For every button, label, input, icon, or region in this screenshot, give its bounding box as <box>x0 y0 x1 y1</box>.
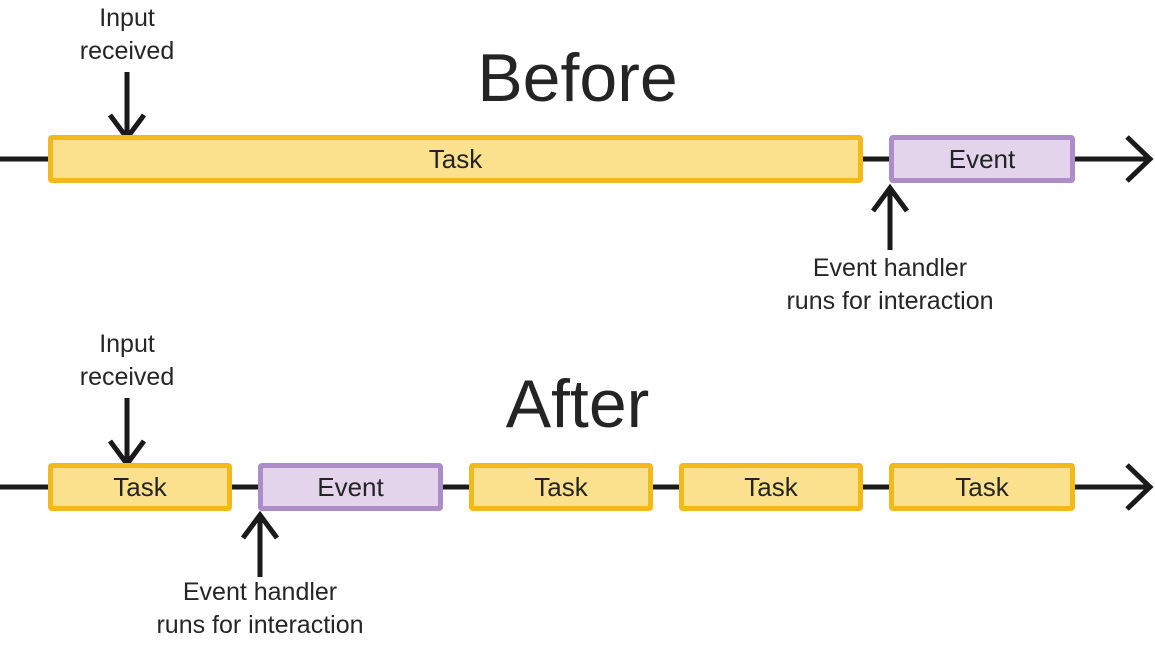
task-box: Task <box>889 463 1075 511</box>
task-box: Task <box>48 135 863 183</box>
event-handler-label: Event handler runs for interaction <box>786 254 994 315</box>
input-received-label: Input received <box>79 330 175 391</box>
task-box-label: Task <box>955 471 1009 502</box>
task-box-label: Task <box>428 143 483 174</box>
task-box-label: Task <box>744 471 798 502</box>
before-title: Before <box>477 40 678 116</box>
event-handler-label: Event handler runs for interaction <box>156 578 364 639</box>
task-box: Task <box>469 463 653 511</box>
event-box: Event <box>889 135 1075 183</box>
task-box-label: Task <box>113 471 167 502</box>
event-box-label: Event <box>948 143 1016 174</box>
event-box: Event <box>258 463 443 511</box>
task-box-label: Task <box>534 471 588 502</box>
task-box: Task <box>679 463 863 511</box>
input-received-label: Input received <box>79 4 175 65</box>
event-box-label: Event <box>317 471 384 502</box>
task-box: Task <box>48 463 232 511</box>
arrow-up-icon <box>870 183 910 250</box>
after-title: After <box>505 366 650 442</box>
arrow-up-icon <box>240 510 280 577</box>
